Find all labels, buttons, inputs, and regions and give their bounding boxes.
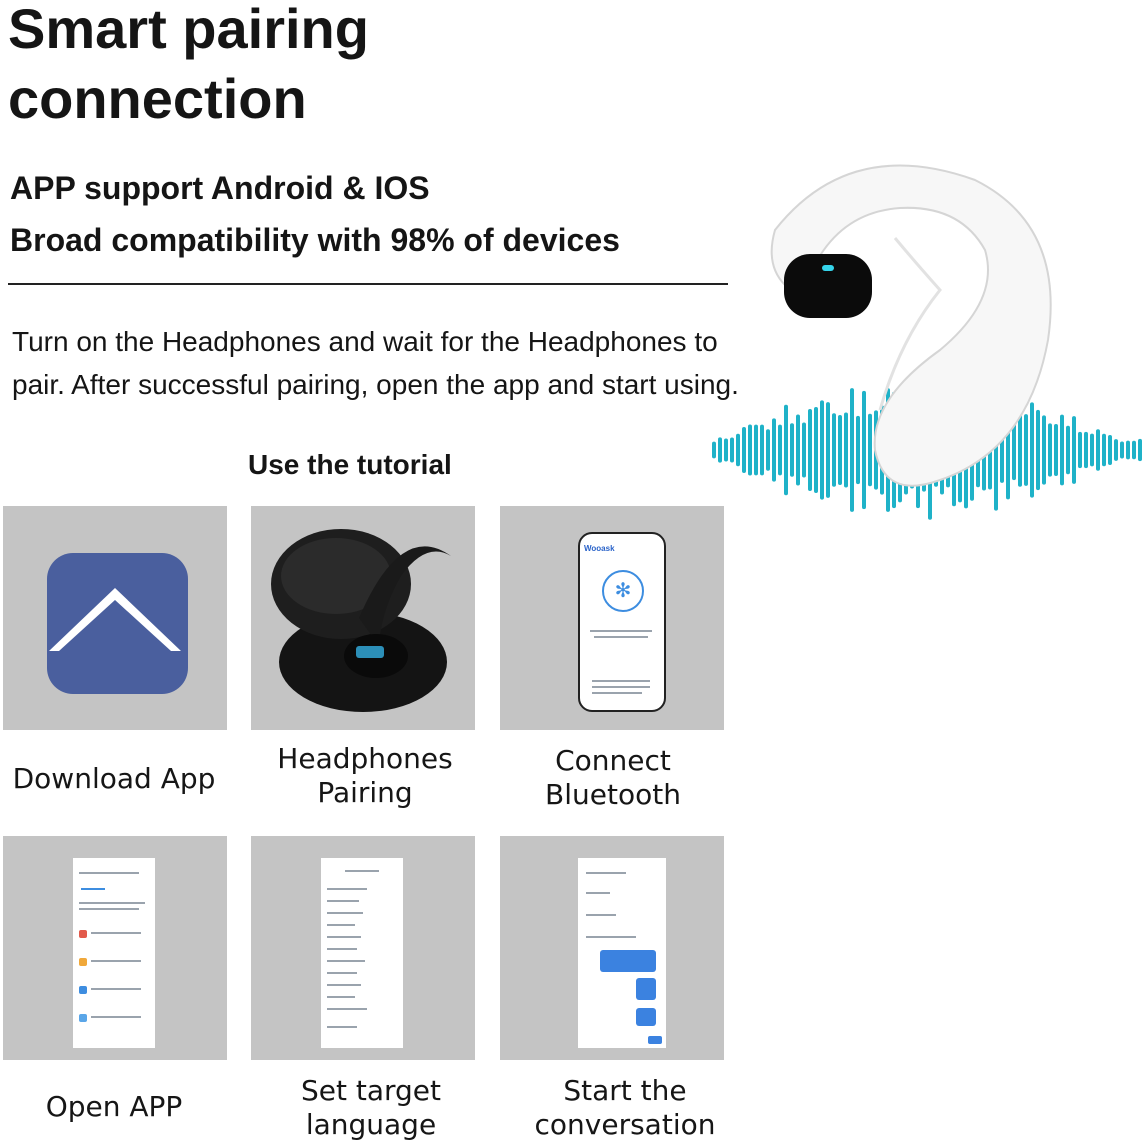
page-title: Smart pairing connection (8, 0, 369, 134)
hero-graphic (712, 164, 1142, 520)
title-line-2: connection (8, 67, 307, 130)
step-caption-4: Open APP (45, 1090, 183, 1123)
title-line-1: Smart pairing (8, 0, 369, 60)
tile-start-conversation (500, 836, 724, 1060)
earhook-headphone-image (770, 164, 1052, 487)
tile-headphones-pairing (251, 506, 475, 730)
app-brand: Wooask (584, 544, 615, 553)
feature-compatibility: Broad compatibility with 98% of devices (10, 222, 620, 258)
divider (8, 283, 728, 285)
app-screenshot-home (73, 858, 155, 1048)
feature-android-ios: APP support Android & IOS (10, 170, 430, 206)
step-caption-3: Connect Bluetooth (545, 744, 681, 811)
step-caption-5: Set target language (300, 1074, 441, 1141)
step-caption-6: Start the conversation (534, 1074, 716, 1141)
pairing-description: Turn on the Headphones and wait for the … (12, 326, 739, 400)
phone-mockup: Wooask ✻ (578, 532, 666, 712)
earbuds-case-image (271, 529, 451, 712)
bluetooth-icon: ✻ (602, 570, 644, 612)
tile-set-target-language (251, 836, 475, 1060)
step-caption-1: Download App (12, 762, 216, 795)
tile-open-app (3, 836, 227, 1060)
app-screenshot-conversation (578, 858, 666, 1048)
app-logo-icon (47, 553, 188, 694)
tutorial-heading: Use the tutorial (248, 449, 452, 480)
app-screenshot-language-list (321, 858, 403, 1048)
step-caption-2: Headphones Pairing (277, 742, 453, 809)
tile-download-app (3, 506, 227, 730)
tile-connect-bluetooth: Wooask ✻ (500, 506, 724, 730)
